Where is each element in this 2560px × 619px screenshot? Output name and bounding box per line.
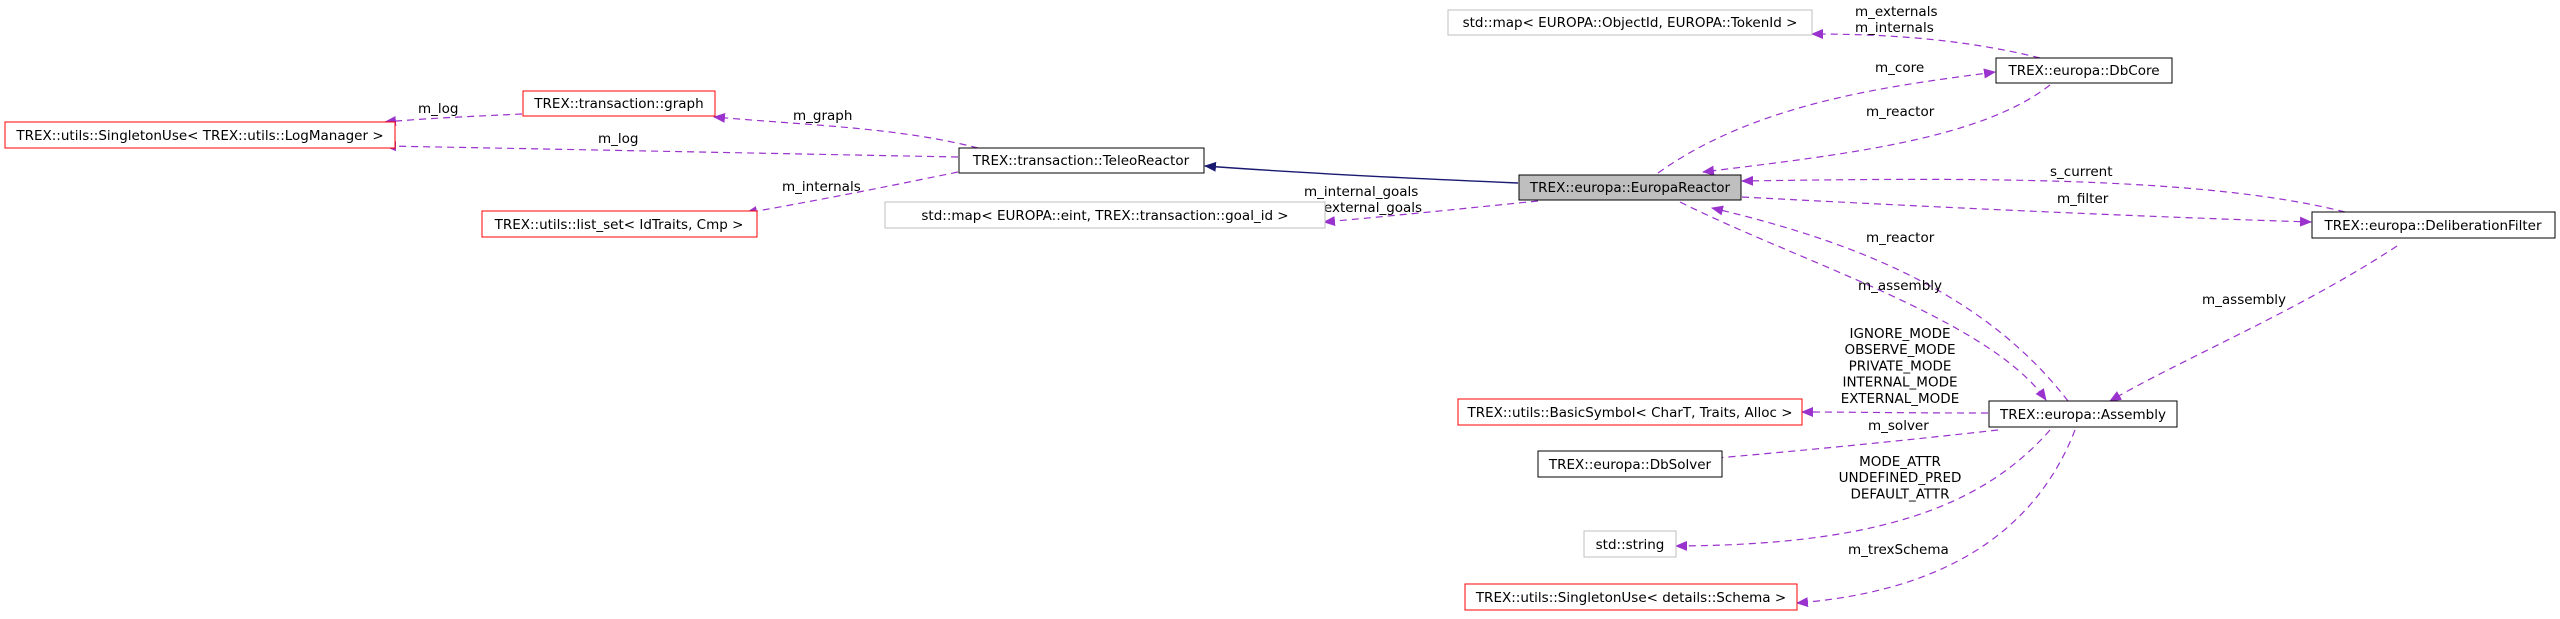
edge-label-line: m_internals	[1855, 20, 1934, 36]
edge-label-line: EXTERNAL_MODE	[1841, 391, 1960, 407]
svg-text:std::map< EUROPA::ObjectId, EU: std::map< EUROPA::ObjectId, EUROPA::Toke…	[1463, 15, 1798, 31]
svg-text:TREX::transaction::graph: TREX::transaction::graph	[533, 96, 703, 112]
edge-label-m-graph: m_graph	[793, 108, 852, 124]
edge-label-line: PRIVATE_MODE	[1849, 358, 1952, 374]
edge-label-m-internals: m_internals	[782, 179, 861, 195]
edge-m-assembly-reactor: m_assembly	[1679, 201, 2047, 401]
edges: m_log m_log m_graph m_internals m_intern…	[384, 4, 2398, 608]
svg-text:std::map< EUROPA::eint, TREX::: std::map< EUROPA::eint, TREX::transactio…	[921, 208, 1288, 224]
edge-m-trexschema: m_trexSchema	[1796, 429, 2076, 608]
edge-label-line: m_internals	[782, 179, 861, 195]
edge-inheritance	[1204, 161, 1519, 184]
edge-label-line: s_current	[2050, 164, 2112, 180]
edge-label-m-solver: m_solver	[1868, 418, 1929, 434]
edge-label-line: m_external_goals	[1304, 200, 1422, 216]
edge-s-current: s_current	[1741, 164, 2346, 213]
svg-text:TREX::europa::DeliberationFilt: TREX::europa::DeliberationFilter	[2323, 218, 2541, 234]
edge-m-reactor-assembly: m_reactor	[1711, 205, 2069, 402]
edge-label-line: m_externals	[1855, 4, 1937, 20]
edge-label-m-trexschema: m_trexSchema	[1848, 542, 1949, 558]
svg-text:TREX::utils::list_set< IdTrait: TREX::utils::list_set< IdTraits, Cmp >	[494, 217, 744, 233]
node-map-eint-goal[interactable]: std::map< EUROPA::eint, TREX::transactio…	[884, 201, 1326, 229]
edge-label-line: m_assembly	[1858, 278, 1942, 294]
edge-m-log-teleo: m_log	[384, 131, 959, 158]
edge-label-m-filter: m_filter	[2057, 191, 2109, 207]
edge-label-line: m_reactor	[1866, 230, 1935, 246]
edge-label-line: m_reactor	[1866, 104, 1935, 120]
edge-m-filter: m_filter	[1741, 191, 2312, 227]
edge-m-graph: m_graph	[713, 108, 979, 149]
nodes: TREX::europa::EuropaReactor TREX::transa…	[4, 9, 2556, 611]
node-graph[interactable]: TREX::transaction::graph	[522, 90, 716, 117]
edge-label-line: UNDEFINED_PRED	[1839, 470, 1962, 486]
svg-text:TREX::europa::DbSolver: TREX::europa::DbSolver	[1548, 457, 1712, 473]
node-list-set[interactable]: TREX::utils::list_set< IdTraits, Cmp >	[481, 210, 758, 238]
edge-label-line: m_filter	[2057, 191, 2109, 207]
edge-label-line: m_graph	[793, 108, 852, 124]
svg-text:TREX::europa::EuropaReactor: TREX::europa::EuropaReactor	[1529, 180, 1731, 196]
node-singleton-schema[interactable]: TREX::utils::SingletonUse< details::Sche…	[1464, 583, 1798, 611]
svg-text:TREX::utils::BasicSymbol< Char: TREX::utils::BasicSymbol< CharT, Traits,…	[1466, 405, 1792, 421]
svg-text:TREX::europa::Assembly: TREX::europa::Assembly	[1999, 407, 2166, 423]
node-map-objectid-token[interactable]: std::map< EUROPA::ObjectId, EUROPA::Toke…	[1447, 9, 1813, 36]
node-europa-reactor[interactable]: TREX::europa::EuropaReactor	[1518, 174, 1742, 201]
svg-text:TREX::europa::DbCore: TREX::europa::DbCore	[2007, 63, 2159, 79]
edge-m-internals: m_internals	[745, 171, 959, 217]
edge-label-m-reactor-dbcore: m_reactor	[1866, 104, 1935, 120]
edge-m-core: m_core	[1657, 60, 1996, 174]
node-assembly[interactable]: TREX::europa::Assembly	[1988, 400, 2178, 428]
node-dbcore[interactable]: TREX::europa::DbCore	[1995, 57, 2173, 84]
edge-label-s-current: s_current	[2050, 164, 2112, 180]
edge-m-assembly-filter: m_assembly	[2109, 245, 2398, 402]
edge-label-m-log-teleo: m_log	[598, 131, 638, 147]
edge-label-line: m_log	[598, 131, 638, 147]
node-dbsolver[interactable]: TREX::europa::DbSolver	[1537, 450, 1723, 478]
node-basic-symbol[interactable]: TREX::utils::BasicSymbol< CharT, Traits,…	[1457, 398, 1803, 426]
edge-label-m-core: m_core	[1875, 60, 1924, 76]
edge-label-line: INTERNAL_MODE	[1842, 375, 1957, 391]
edge-label-line: MODE_ATTR	[1859, 454, 1941, 470]
edge-m-log-graph: m_log	[384, 101, 523, 127]
svg-text:TREX::transaction::TeleoReacto: TREX::transaction::TeleoReactor	[972, 153, 1190, 169]
edge-label-m-log-graph: m_log	[418, 101, 458, 117]
edge-m-reactor-dbcore: m_reactor	[1702, 84, 2051, 176]
edge-label-line: DEFAULT_ATTR	[1850, 486, 1949, 502]
edge-label-m-reactor-assembly: m_reactor	[1866, 230, 1935, 246]
node-std-string[interactable]: std::string	[1583, 530, 1677, 558]
edge-m-solver: m_solver	[1681, 418, 1999, 466]
node-singleton-logmanager[interactable]: TREX::utils::SingletonUse< TREX::utils::…	[4, 121, 396, 149]
edge-label-line: OBSERVE_MODE	[1844, 342, 1955, 358]
node-teleo-reactor[interactable]: TREX::transaction::TeleoReactor	[958, 147, 1205, 174]
edge-label-line: m_log	[418, 101, 458, 117]
svg-text:TREX::utils::SingletonUse< TRE: TREX::utils::SingletonUse< TREX::utils::…	[15, 128, 383, 144]
edge-label-line: m_core	[1875, 60, 1924, 76]
edge-label-line: m_assembly	[2202, 292, 2286, 308]
svg-text:TREX::utils::SingletonUse< det: TREX::utils::SingletonUse< details::Sche…	[1475, 590, 1786, 606]
edge-label-line: IGNORE_MODE	[1849, 326, 1950, 342]
svg-text:std::string: std::string	[1596, 537, 1665, 553]
edge-label-m-assembly-reactor: m_assembly	[1858, 278, 1942, 294]
node-deliberation-filter[interactable]: TREX::europa::DeliberationFilter	[2311, 211, 2556, 239]
edge-label-line: m_solver	[1868, 418, 1929, 434]
edge-label-line: m_trexSchema	[1848, 542, 1949, 558]
edge-label-m-assembly-filter: m_assembly	[2202, 292, 2286, 308]
edge-label-line: m_internal_goals	[1304, 184, 1418, 200]
